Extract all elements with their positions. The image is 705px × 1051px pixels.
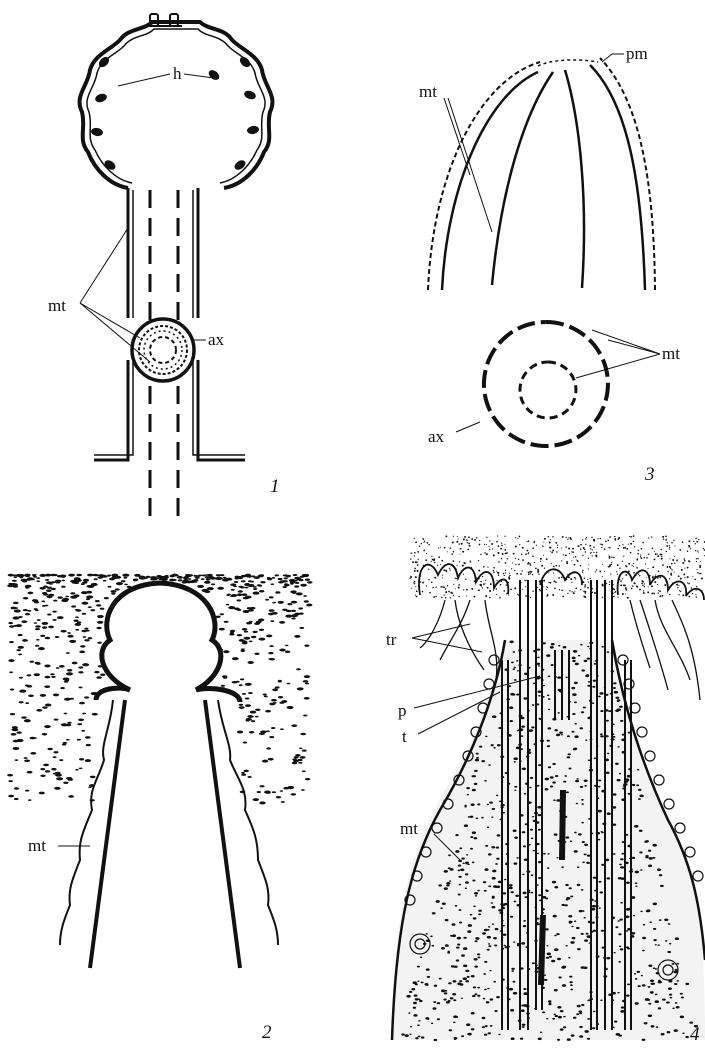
fig4-label-p: p [398, 701, 407, 720]
fig2-fibre-right [218, 700, 278, 945]
fig1-head-inner [87, 29, 265, 183]
fig3-mt-left [442, 72, 538, 290]
fig2-rod-left [90, 700, 125, 968]
fig1-label-mt: mt [48, 296, 66, 315]
fig2-rod-right [205, 700, 240, 968]
figure-2 [7, 574, 312, 968]
figure-1 [80, 14, 273, 520]
fig2-lip-left [96, 688, 130, 700]
fig4-label-mt: mt [400, 819, 418, 838]
fig3-membrane-right [600, 58, 655, 290]
fig3-leader-ax [456, 422, 480, 432]
fig1-stalk-right-inner [193, 190, 245, 455]
fig3-label-pm: pm [626, 44, 648, 63]
fig4-cone-fill [392, 640, 705, 1040]
fig4-coils [419, 564, 704, 600]
fig3-number: 3 [644, 464, 655, 485]
fig1-leader-h [118, 74, 214, 86]
fig3-top-cap [538, 60, 598, 66]
fig3-cross-inner [520, 362, 576, 418]
fig2-head [102, 583, 221, 690]
fig1-stalk-right-wall [198, 188, 245, 460]
fig3-cross-outer [484, 322, 608, 446]
fig1-label-h: h [173, 64, 182, 83]
fig3-label-mt-bottom: mt [662, 344, 680, 363]
fig4-inclusion-lower [541, 915, 543, 985]
fig3-mt-inner-right [565, 70, 584, 288]
fig4-inclusion-center [562, 790, 563, 860]
fig1-axoneme-outer [132, 319, 194, 381]
fig3-label-mt-top: mt [419, 82, 437, 101]
figure-4 [392, 535, 705, 1041]
fig4-label-t: t [402, 727, 407, 746]
figure-3 [428, 54, 660, 446]
fig2-number: 2 [262, 1022, 272, 1043]
fig3-leader-mt-bottom [576, 330, 660, 378]
fig4-label-tr: tr [386, 630, 397, 649]
fig1-stalk-left-wall [94, 188, 128, 460]
fig3-leader-pm [602, 54, 624, 62]
fig2-lip-right [196, 689, 240, 703]
fig4-number: 4 [690, 1024, 700, 1045]
fig2-label-mt: mt [28, 836, 46, 855]
fig3-mt-right [590, 65, 645, 290]
fig1-number: 1 [270, 476, 280, 497]
fig3-label-ax: ax [428, 427, 445, 446]
fig1-label-ax: ax [208, 330, 225, 349]
